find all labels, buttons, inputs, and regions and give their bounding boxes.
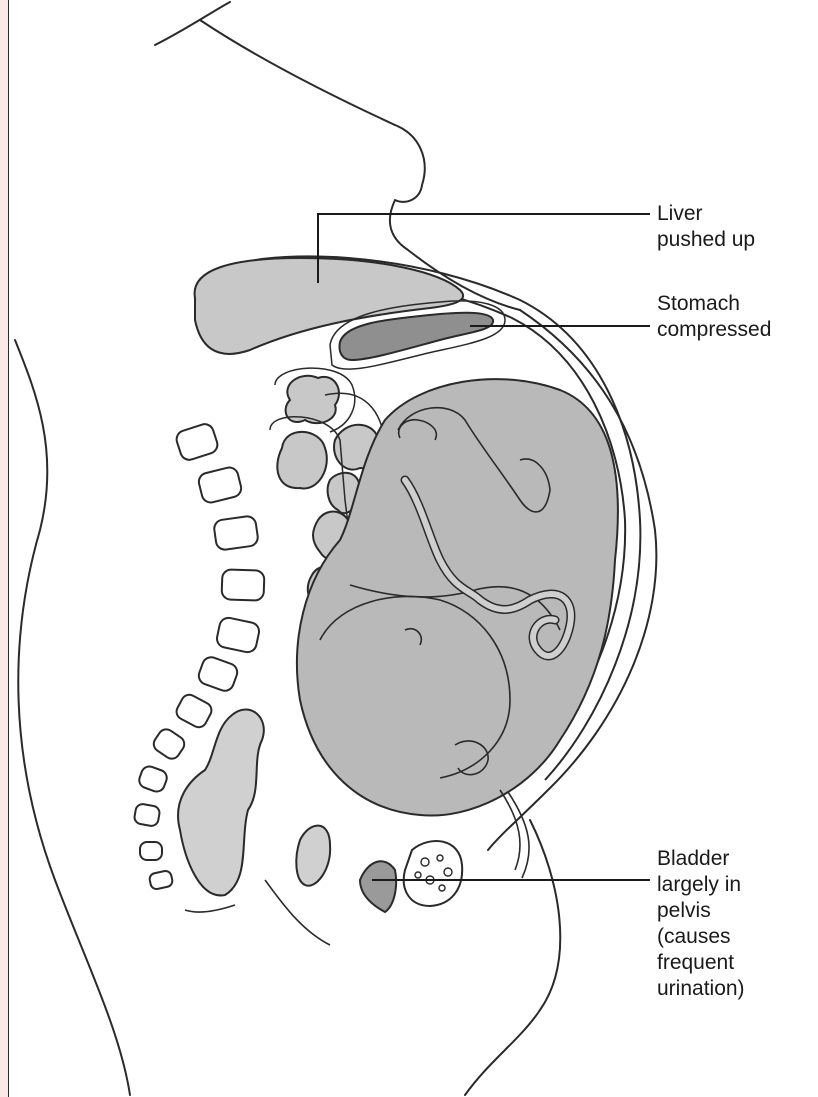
cervix xyxy=(296,826,330,886)
vertebra xyxy=(133,803,160,827)
pubic-line xyxy=(500,790,520,870)
vertebra xyxy=(196,655,239,694)
bladder-callout-label: Bladder largely in pelvis (causes freque… xyxy=(657,846,745,1002)
vertebra xyxy=(221,569,264,600)
vertebra xyxy=(213,515,259,551)
intestine-loop xyxy=(277,432,327,489)
back-outline xyxy=(15,340,130,1095)
vertebra xyxy=(140,842,162,860)
vertebra xyxy=(174,422,219,462)
vertebra xyxy=(174,692,214,730)
vertebra xyxy=(215,616,260,654)
vertebra xyxy=(149,870,174,890)
stomach-callout-label: Stomach compressed xyxy=(657,291,771,343)
shoulder-outline xyxy=(155,2,230,45)
thigh-outline xyxy=(465,820,560,1095)
liver-callout-label: Liver pushed up xyxy=(657,201,755,253)
vertebra xyxy=(137,764,169,794)
rectum xyxy=(178,709,264,895)
vertebra xyxy=(197,466,243,505)
bladder-organ xyxy=(360,861,396,912)
pelvic-floor xyxy=(265,880,330,945)
pubic-bone xyxy=(404,841,462,906)
stomach-organ xyxy=(340,313,494,360)
vertebra xyxy=(151,726,188,762)
pelvic-floor xyxy=(185,905,235,912)
chest-outline xyxy=(200,20,395,125)
